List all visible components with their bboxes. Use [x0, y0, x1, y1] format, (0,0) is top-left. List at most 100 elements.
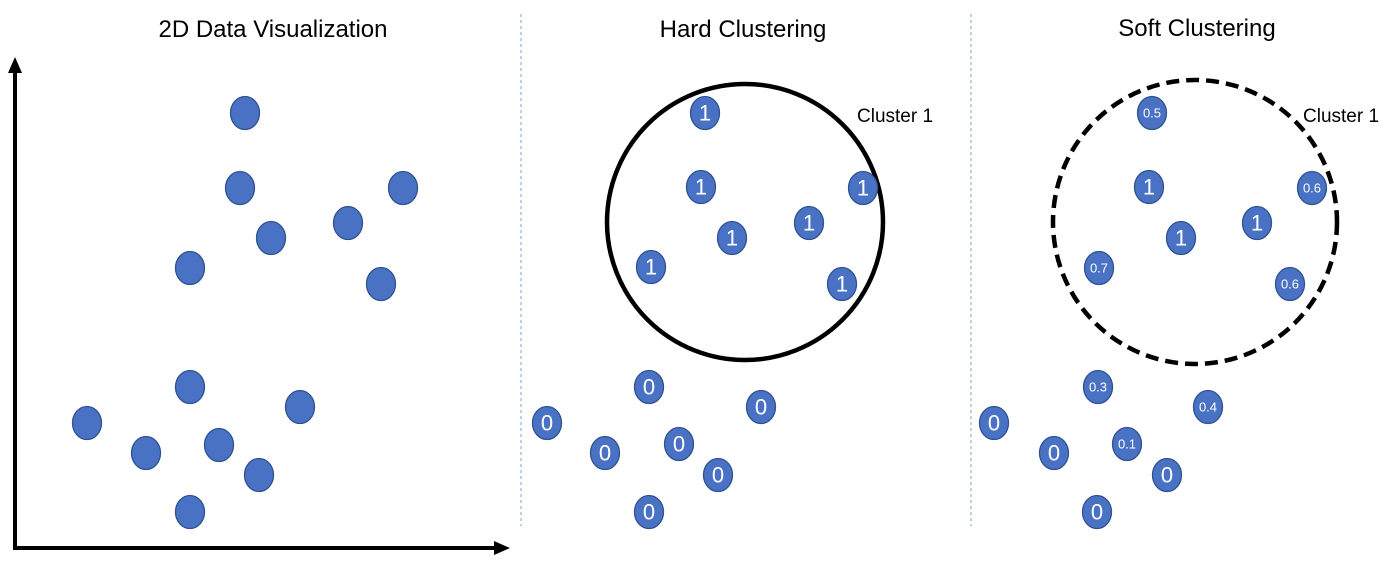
point-label: 0	[1048, 441, 1060, 466]
soft-data-point: 1	[1241, 205, 1273, 241]
point-label: 0	[712, 463, 724, 488]
raw-data-point	[284, 389, 316, 425]
raw-data-point	[365, 266, 397, 302]
panel-title-data-visualization: 2D Data Visualization	[158, 16, 387, 43]
point-label: 0	[988, 411, 1000, 436]
data-points: 111111100000000.5110.710.60.60.30.400.10…	[71, 95, 1328, 530]
raw-data-point	[229, 95, 261, 131]
soft-data-point: 0.1	[1111, 426, 1143, 462]
point-marker	[1038, 435, 1070, 471]
hard-data-point: 0	[702, 457, 734, 493]
raw-data-point	[224, 170, 256, 206]
point-label: 0	[541, 411, 553, 436]
point-label: 1	[645, 255, 657, 280]
point-marker	[1081, 494, 1113, 530]
point-marker	[1165, 220, 1197, 256]
point-marker	[685, 169, 717, 205]
point-marker	[255, 220, 287, 256]
hard-cluster-boundary	[604, 81, 886, 363]
point-marker	[635, 249, 667, 285]
point-label: 1	[1175, 226, 1187, 251]
point-label: 0.6	[1303, 181, 1321, 196]
soft-data-point: 0.3	[1082, 369, 1114, 405]
point-label: 1	[836, 272, 848, 297]
hard-data-point: 0	[745, 389, 777, 425]
point-label: 1	[1143, 175, 1155, 200]
point-marker	[689, 95, 721, 131]
soft-data-point: 0.4	[1192, 389, 1224, 425]
soft-cluster-label: Cluster 1	[1303, 106, 1379, 127]
point-marker	[174, 494, 206, 530]
point-label: 0	[599, 441, 611, 466]
point-marker	[174, 369, 206, 405]
point-marker	[332, 205, 364, 241]
point-label: 0	[755, 395, 767, 420]
point-label: 0.1	[1118, 437, 1136, 452]
raw-data-point	[203, 427, 235, 463]
point-marker	[1274, 266, 1306, 302]
hard-data-point: 0	[633, 369, 665, 405]
raw-data-point	[130, 435, 162, 471]
panel-title-hard-clustering: Hard Clustering	[660, 16, 827, 43]
hard-data-point: 1	[793, 205, 825, 241]
point-marker	[130, 435, 162, 471]
raw-data-point	[174, 494, 206, 530]
point-label: 0.6	[1281, 277, 1299, 292]
point-marker	[531, 405, 563, 441]
point-label: 0.7	[1090, 261, 1108, 276]
soft-data-point: 0.6	[1296, 170, 1328, 206]
point-marker	[203, 427, 235, 463]
point-label: 0	[1161, 463, 1173, 488]
point-label: 0	[673, 432, 685, 457]
point-label: 1	[1251, 211, 1263, 236]
soft-data-point: 0	[1081, 494, 1113, 530]
point-marker	[978, 405, 1010, 441]
point-marker	[663, 426, 695, 462]
hard-data-point: 0	[589, 435, 621, 471]
hard-data-point: 1	[847, 170, 879, 206]
hard-data-point: 0	[633, 494, 665, 530]
point-marker	[1083, 250, 1115, 286]
axes	[8, 57, 510, 555]
point-marker	[387, 170, 419, 206]
raw-data-point	[332, 205, 364, 241]
point-label: 0	[1091, 500, 1103, 525]
raw-data-point	[243, 457, 275, 493]
soft-data-point: 0	[1038, 435, 1070, 471]
hard-data-point: 1	[716, 220, 748, 256]
raw-data-point	[255, 220, 287, 256]
hard-data-point: 1	[826, 266, 858, 302]
point-marker	[224, 170, 256, 206]
point-marker	[826, 266, 858, 302]
point-marker	[284, 389, 316, 425]
panel-title-soft-clustering: Soft Clustering	[1118, 15, 1275, 42]
point-label: 1	[857, 176, 869, 201]
point-marker	[174, 250, 206, 286]
point-marker	[1241, 205, 1273, 241]
point-marker	[365, 266, 397, 302]
point-label: 0	[643, 375, 655, 400]
point-marker	[633, 369, 665, 405]
point-marker	[1296, 170, 1328, 206]
hard-data-point: 1	[685, 169, 717, 205]
point-label: 0.5	[1143, 106, 1161, 121]
hard-cluster-label: Cluster 1	[857, 106, 933, 127]
point-marker	[1082, 369, 1114, 405]
point-marker	[702, 457, 734, 493]
point-label: 0	[643, 500, 655, 525]
point-marker	[229, 95, 261, 131]
point-marker	[589, 435, 621, 471]
point-label: 1	[695, 175, 707, 200]
soft-cluster-boundary	[1050, 77, 1340, 367]
soft-data-point: 0	[978, 405, 1010, 441]
point-marker	[1111, 426, 1143, 462]
point-marker	[71, 405, 103, 441]
raw-data-point	[71, 405, 103, 441]
hard-data-point: 1	[689, 95, 721, 131]
point-marker	[1136, 95, 1168, 131]
point-marker	[1192, 389, 1224, 425]
point-marker	[716, 220, 748, 256]
hard-data-point: 1	[635, 249, 667, 285]
raw-data-point	[387, 170, 419, 206]
